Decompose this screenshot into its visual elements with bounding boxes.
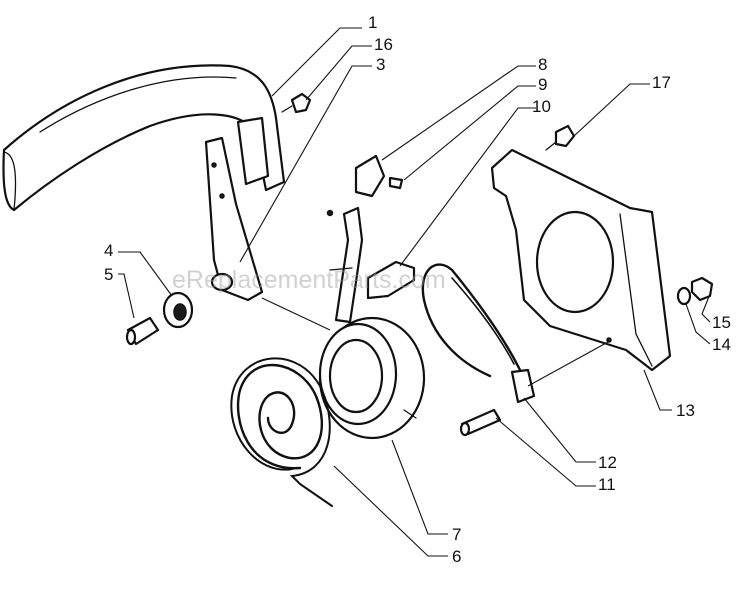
- block-part-10: [366, 260, 416, 300]
- stud-part-11: [459, 408, 502, 437]
- callout-9: 9: [538, 75, 547, 94]
- callout-15: 15: [712, 313, 731, 332]
- nut-part-4: [162, 291, 194, 329]
- callout-6: 6: [452, 547, 461, 566]
- callout-16: 16: [374, 35, 393, 54]
- callout-7: 7: [452, 525, 461, 544]
- small-dot: [326, 209, 334, 217]
- leader-lines: [118, 27, 711, 557]
- callout-labels: 1 16 3 8 9 10 17 4 5 15 14 13 12 11 7 6: [104, 13, 731, 566]
- pin-part-9: [388, 176, 404, 190]
- callout-8: 8: [538, 55, 547, 74]
- callout-1: 1: [368, 13, 377, 32]
- drum-part-7: [318, 316, 426, 440]
- callout-17: 17: [652, 73, 671, 92]
- callout-13: 13: [676, 401, 695, 420]
- back-plate-part-13: [490, 148, 672, 372]
- pin-part-5: [125, 316, 160, 346]
- callout-3: 3: [376, 55, 385, 74]
- callout-14: 14: [712, 335, 731, 354]
- screw-part-17: [545, 124, 576, 151]
- upper-guard-part-1: [2, 64, 286, 212]
- callout-11: 11: [598, 475, 616, 494]
- lever-arm: [329, 206, 364, 324]
- nut-part-15: [690, 276, 714, 302]
- clip-part-8: [354, 154, 386, 198]
- spiral-spring-part-6: [230, 357, 333, 507]
- arm-bracket-part-3: [204, 136, 264, 302]
- callout-10: 10: [532, 97, 551, 116]
- callout-12: 12: [598, 453, 617, 472]
- callout-4: 4: [104, 241, 113, 260]
- watermark: eReplacementParts.com: [172, 266, 446, 294]
- band-part-12: [421, 263, 536, 404]
- screw-part-16: [281, 92, 312, 114]
- callout-5: 5: [104, 265, 113, 284]
- washer-part-14: [676, 286, 692, 306]
